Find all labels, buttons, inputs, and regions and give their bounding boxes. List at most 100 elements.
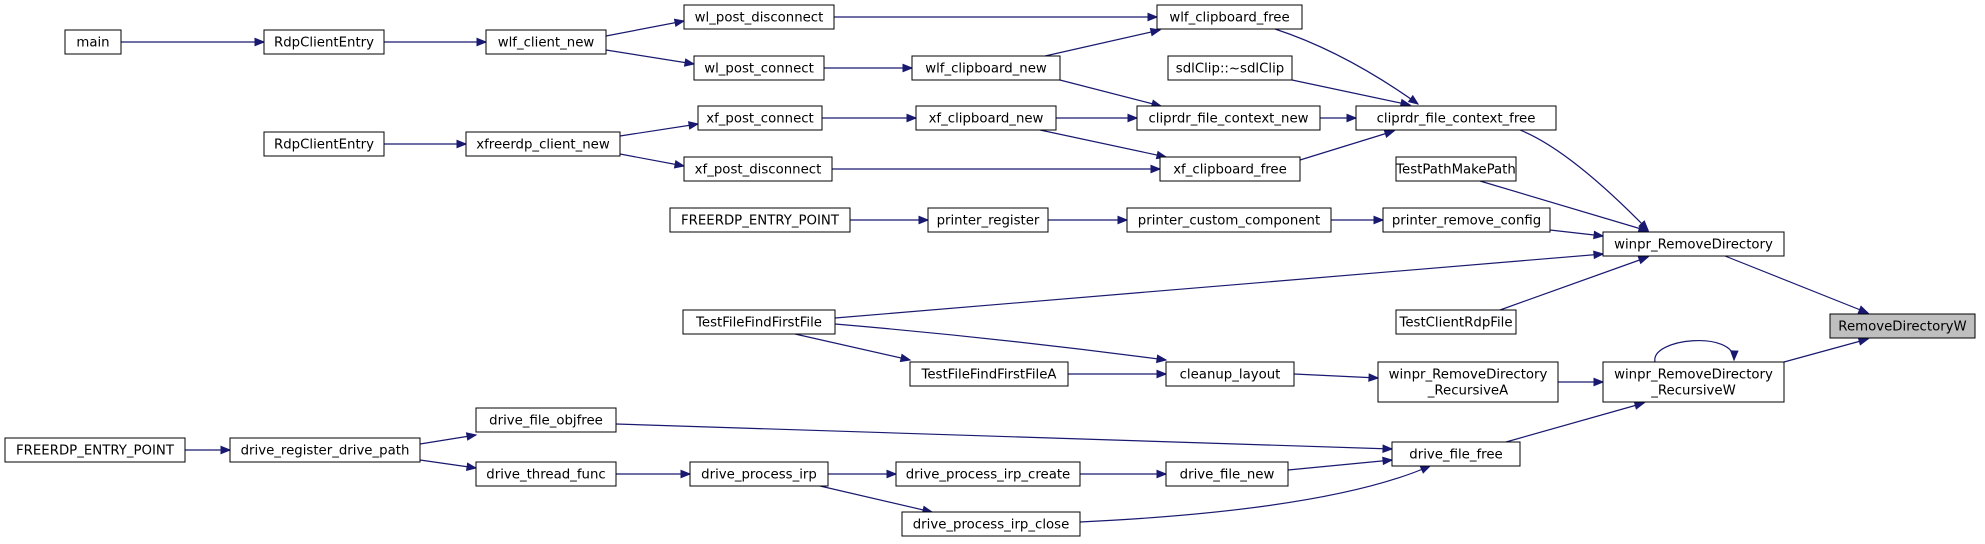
node-box[interactable] bbox=[1377, 361, 1559, 403]
edge-xfreerdp_client_new-to-xf_post_connect bbox=[619, 121, 700, 137]
edge-cleanup_layout-to-winpr_RemoveDirectory_RecursiveA bbox=[1293, 373, 1380, 382]
node-winpr-removedirectory-recursivea[interactable]: winpr_RemoveDirectory_RecursiveA bbox=[1377, 361, 1559, 403]
node-main[interactable]: main bbox=[64, 29, 122, 55]
node-label: drive_file_objfree bbox=[489, 414, 603, 429]
node-printer-remove-config[interactable]: printer_remove_config bbox=[1382, 207, 1551, 233]
node-box[interactable] bbox=[1156, 4, 1303, 30]
node-wlf-clipboard-new[interactable]: wlf_clipboard_new bbox=[911, 55, 1061, 81]
node-box[interactable] bbox=[4, 437, 186, 463]
node-cliprdr-file-context-new[interactable]: cliprdr_file_context_new bbox=[1136, 105, 1321, 131]
arrowhead-icon bbox=[687, 121, 700, 130]
node-printer-custom-component[interactable]: printer_custom_component bbox=[1126, 207, 1332, 233]
node-drive-process-irp-create[interactable]: drive_process_irp_create bbox=[895, 461, 1081, 487]
node-drive-file-objfree[interactable]: drive_file_objfree bbox=[475, 407, 617, 433]
node-box[interactable] bbox=[263, 131, 385, 157]
node-box[interactable] bbox=[682, 309, 836, 335]
node-box[interactable] bbox=[1159, 156, 1301, 182]
node-box[interactable] bbox=[1167, 55, 1293, 81]
node-box[interactable] bbox=[64, 29, 122, 55]
node-rdpcliententry-2[interactable]: RdpClientEntry bbox=[263, 131, 385, 157]
node-box[interactable] bbox=[693, 55, 825, 81]
edge-line bbox=[1724, 255, 1869, 314]
node-drive-thread-func[interactable]: drive_thread_func bbox=[475, 461, 617, 487]
node-drive-process-irp[interactable]: drive_process_irp bbox=[689, 461, 829, 487]
node-testfilefindfirstfile[interactable]: TestFileFindFirstFile bbox=[682, 309, 836, 335]
node-winpr-removedirectory[interactable]: winpr_RemoveDirectory bbox=[1602, 231, 1785, 257]
node-drive-file-free[interactable]: drive_file_free bbox=[1391, 441, 1521, 467]
node-box[interactable] bbox=[1126, 207, 1332, 233]
node-box[interactable] bbox=[669, 207, 851, 233]
arrowhead-icon bbox=[1382, 444, 1394, 454]
node-wl-post-disconnect[interactable]: wl_post_disconnect bbox=[683, 4, 835, 30]
node-box[interactable] bbox=[689, 461, 829, 487]
arrowhead-icon bbox=[1637, 224, 1650, 233]
node-box[interactable] bbox=[683, 4, 835, 30]
node-label: wl_post_disconnect bbox=[695, 11, 824, 26]
node-box[interactable] bbox=[1602, 231, 1785, 257]
node-box[interactable] bbox=[683, 156, 833, 182]
node-box[interactable] bbox=[465, 131, 621, 157]
node-box[interactable] bbox=[475, 407, 617, 433]
node-box[interactable] bbox=[1136, 105, 1321, 131]
edge-printer_custom_component-to-printer_remove_config bbox=[1331, 215, 1385, 225]
node-testfilefindfirstfilea[interactable]: TestFileFindFirstFileA bbox=[909, 361, 1069, 387]
node-label: cliprdr_file_context_new bbox=[1148, 112, 1308, 127]
node-box[interactable] bbox=[475, 461, 617, 487]
edge-wl_post_disconnect-to-wlf_clipboard_free bbox=[834, 12, 1159, 22]
node-box[interactable] bbox=[263, 29, 385, 55]
node-rdpcliententry-1[interactable]: RdpClientEntry bbox=[263, 29, 385, 55]
node-box[interactable] bbox=[1829, 313, 1976, 339]
node-label: winpr_RemoveDirectory bbox=[1614, 368, 1773, 383]
node-box[interactable] bbox=[697, 105, 823, 131]
node-freerdp-entry-point-1[interactable]: FREERDP_ENTRY_POINT bbox=[669, 207, 851, 233]
node-box[interactable] bbox=[229, 437, 421, 463]
node-label: wlf_clipboard_free bbox=[1169, 11, 1289, 26]
node-label: drive_file_new bbox=[1180, 468, 1275, 483]
node-box[interactable] bbox=[1382, 207, 1551, 233]
edge-TestFileFindFirstFile-to-winpr_RemoveDirectory bbox=[834, 250, 1605, 319]
edge-line bbox=[619, 153, 685, 167]
node-printer-register[interactable]: printer_register bbox=[927, 207, 1049, 233]
node-removedirectoryw[interactable]: RemoveDirectoryW bbox=[1829, 313, 1976, 339]
node-box[interactable] bbox=[485, 29, 607, 55]
node-freerdp-entry-point-2[interactable]: FREERDP_ENTRY_POINT bbox=[4, 437, 186, 463]
node-sdlclip-dtor[interactable]: sdlClip::~sdlClip bbox=[1167, 55, 1293, 81]
edge-xf_clipboard_free-to-cliprdr_file_context_free bbox=[1299, 129, 1396, 161]
node-wl-post-connect[interactable]: wl_post_connect bbox=[693, 55, 825, 81]
node-box[interactable] bbox=[1395, 309, 1517, 335]
node-box[interactable] bbox=[915, 105, 1057, 131]
node-xf-clipboard-free[interactable]: xf_clipboard_free bbox=[1159, 156, 1301, 182]
node-xf-clipboard-new[interactable]: xf_clipboard_new bbox=[915, 105, 1057, 131]
node-box[interactable] bbox=[909, 361, 1069, 387]
node-box[interactable] bbox=[911, 55, 1061, 81]
node-box[interactable] bbox=[927, 207, 1049, 233]
node-label: TestFileFindFirstFileA bbox=[920, 368, 1056, 383]
node-drive-process-irp-close[interactable]: drive_process_irp_close bbox=[901, 511, 1081, 537]
arrowhead-icon bbox=[1419, 465, 1432, 474]
node-xf-post-connect[interactable]: xf_post_connect bbox=[697, 105, 823, 131]
node-drive-register-drive-path[interactable]: drive_register_drive_path bbox=[229, 437, 421, 463]
node-box[interactable] bbox=[1165, 361, 1295, 387]
node-winpr-removedirectory-recursivew[interactable]: winpr_RemoveDirectory_RecursiveW bbox=[1602, 361, 1785, 403]
node-wlf-client-new[interactable]: wlf_client_new bbox=[485, 29, 607, 55]
arrowhead-icon bbox=[1156, 354, 1168, 364]
node-box[interactable] bbox=[1395, 156, 1517, 182]
node-box[interactable] bbox=[1355, 105, 1557, 131]
node-box[interactable] bbox=[1165, 461, 1289, 487]
node-box[interactable] bbox=[1602, 361, 1785, 403]
edge-xfreerdp_client_new-to-xf_post_disconnect bbox=[619, 153, 686, 169]
node-box[interactable] bbox=[895, 461, 1081, 487]
node-wlf-clipboard-free[interactable]: wlf_clipboard_free bbox=[1156, 4, 1303, 30]
node-xf-post-disconnect[interactable]: xf_post_disconnect bbox=[683, 156, 833, 182]
node-label: wl_post_connect bbox=[704, 62, 814, 77]
node-label: wlf_clipboard_new bbox=[925, 62, 1047, 77]
node-testpathmakepath[interactable]: TestPathMakePath bbox=[1395, 156, 1517, 182]
edge-winpr_RemoveDirectory_RecursiveA-to-winpr_RemoveDirectory_RecursiveW bbox=[1558, 377, 1605, 387]
node-box[interactable] bbox=[901, 511, 1081, 537]
node-cleanup-layout[interactable]: cleanup_layout bbox=[1165, 361, 1295, 387]
node-cliprdr-file-context-free[interactable]: cliprdr_file_context_free bbox=[1355, 105, 1557, 131]
node-testclientrdpfile[interactable]: TestClientRdpFile bbox=[1395, 309, 1517, 335]
node-box[interactable] bbox=[1391, 441, 1521, 467]
node-xfreerdp-client-new[interactable]: xfreerdp_client_new bbox=[465, 131, 621, 157]
node-drive-file-new[interactable]: drive_file_new bbox=[1165, 461, 1289, 487]
